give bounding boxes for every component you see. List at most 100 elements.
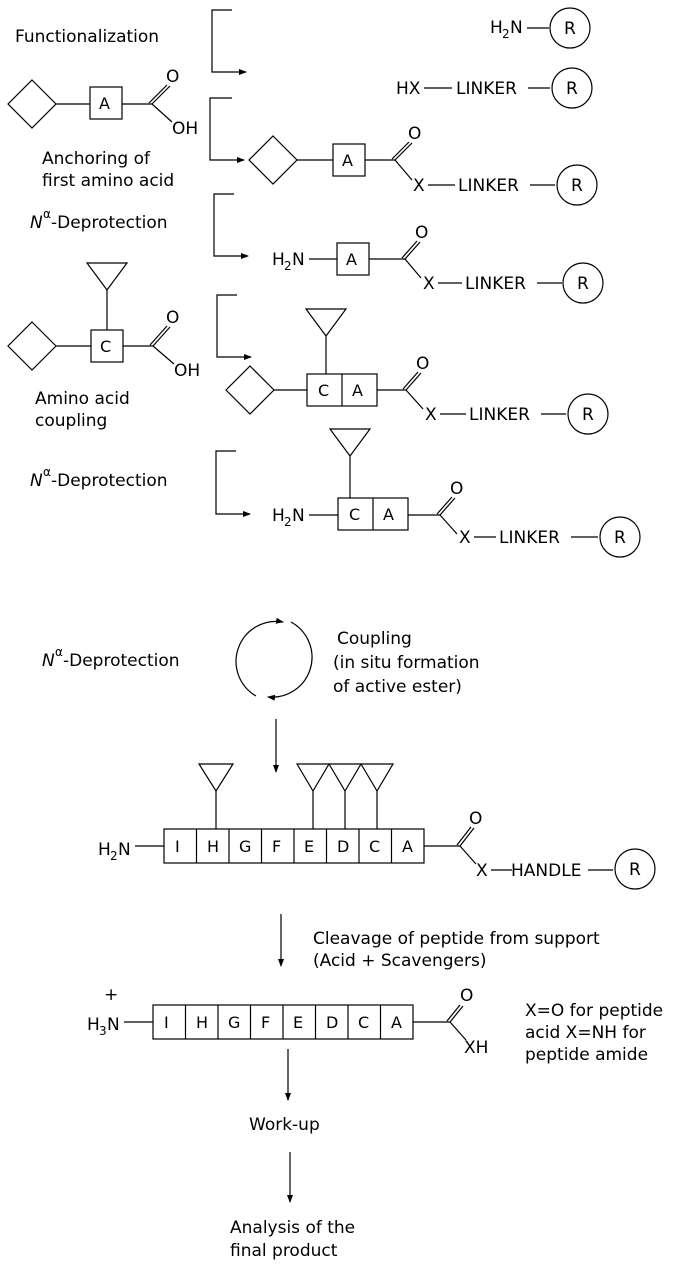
- full-protected-peptide-resin: H 2 N I H G F E D C A O X HANDLE R: [98, 763, 656, 890]
- svg-text:LINKER: LINKER: [465, 274, 526, 294]
- svg-text:O: O: [408, 124, 421, 144]
- svg-text:N: N: [30, 471, 43, 491]
- svg-text:O: O: [416, 354, 429, 374]
- svg-text:LINKER: LINKER: [499, 528, 560, 548]
- label-cycle-deprotection: N α -Deprotection: [42, 645, 180, 671]
- svg-text:2: 2: [502, 27, 510, 41]
- protected-amino-acid-a: A O OH: [7, 67, 198, 139]
- bracket-arrow-4: [216, 294, 252, 360]
- note-x-def-3: peptide amide: [525, 1045, 648, 1065]
- label-analysis-1: Analysis of the: [230, 1218, 355, 1238]
- svg-text:I: I: [164, 1013, 169, 1032]
- residue-a: A: [402, 837, 413, 856]
- svg-text:R: R: [582, 405, 594, 425]
- label-cycle-coupling-2: (in situ formation: [333, 653, 480, 673]
- label-functionalization: Functionalization: [15, 27, 159, 47]
- svg-text:X: X: [423, 274, 435, 294]
- svg-text:A: A: [391, 1013, 402, 1032]
- label-workup: Work-up: [249, 1115, 320, 1135]
- resin-bead: [549, 7, 591, 49]
- svg-text:OH: OH: [174, 361, 200, 381]
- deprotected-ca-linker-resin: H 2 N C A O X LINKER R: [272, 428, 641, 558]
- svg-text:A: A: [342, 151, 353, 170]
- svg-text:N: N: [107, 1015, 120, 1035]
- label-deprotection-1: N α -Deprotection: [30, 207, 168, 233]
- svg-text:XH: XH: [464, 1038, 488, 1058]
- side-chain-protection-triangle: [85, 262, 129, 292]
- label-coupling-1: Amino acid: [35, 389, 130, 409]
- label-cycle-coupling-3: of active ester): [333, 677, 462, 697]
- resin-bead: [562, 262, 604, 304]
- svg-text:F: F: [261, 1013, 270, 1032]
- resin-bead: [599, 516, 641, 558]
- resin-bead: [614, 848, 656, 890]
- svg-text:X: X: [413, 176, 425, 196]
- resin-bead: [567, 393, 609, 435]
- svg-text:A: A: [352, 381, 363, 400]
- svg-text:O: O: [460, 986, 473, 1006]
- bracket-arrow-1: [211, 9, 247, 75]
- svg-text:LINKER: LINKER: [469, 405, 530, 425]
- bracket-arrow-5: [215, 450, 251, 517]
- svg-text:2: 2: [110, 849, 118, 863]
- svg-text:A: A: [346, 250, 357, 269]
- svg-text:-Deprotection: -Deprotection: [51, 471, 168, 491]
- resin-bead: [556, 164, 598, 206]
- resin-bead: [551, 67, 593, 109]
- svg-text:-Deprotection: -Deprotection: [51, 213, 168, 233]
- svg-text:N: N: [118, 840, 131, 860]
- residue-g: G: [239, 837, 251, 856]
- linker-resin: HX LINKER R: [396, 67, 593, 109]
- svg-text:HX: HX: [396, 79, 421, 99]
- svg-text:+: +: [104, 985, 118, 1005]
- residue-f: F: [272, 837, 281, 856]
- label-coupling-2: coupling: [35, 411, 107, 431]
- protected-ca-linker-resin: C A O X LINKER R: [225, 308, 609, 435]
- protecting-group-diamond: [7, 321, 57, 371]
- label-cleavage-1: Cleavage of peptide from support: [313, 929, 600, 949]
- svg-text:A: A: [99, 94, 110, 113]
- residue-e: E: [304, 837, 314, 856]
- label-analysis-2: final product: [230, 1241, 338, 1261]
- svg-text:C: C: [349, 505, 360, 524]
- svg-text:N: N: [42, 651, 55, 671]
- svg-text:C: C: [318, 381, 329, 400]
- svg-text:N: N: [292, 250, 305, 270]
- residue-i: I: [175, 837, 180, 856]
- residue-c: C: [369, 837, 380, 856]
- svg-text:2: 2: [284, 515, 292, 529]
- svg-text:H: H: [98, 840, 111, 860]
- svg-text:O: O: [469, 809, 482, 829]
- svg-text:D: D: [326, 1013, 338, 1032]
- svg-text:N: N: [30, 213, 43, 233]
- svg-text:H: H: [272, 250, 285, 270]
- svg-text:R: R: [564, 19, 576, 39]
- svg-text:H: H: [490, 18, 503, 38]
- svg-text:R: R: [566, 79, 578, 99]
- protected-amino-acid-c: C O OH: [7, 262, 200, 381]
- residue-d: D: [337, 837, 349, 856]
- svg-text:G: G: [228, 1013, 240, 1032]
- svg-text:LINKER: LINKER: [458, 176, 519, 196]
- label-anchoring-1: Anchoring of: [42, 149, 151, 169]
- bracket-arrow-2: [209, 97, 245, 163]
- svg-text:2: 2: [284, 259, 292, 273]
- svg-text:O: O: [415, 223, 428, 243]
- svg-text:X: X: [476, 861, 488, 881]
- svg-text:N: N: [292, 506, 305, 526]
- svg-text:N: N: [510, 18, 523, 38]
- label-cycle-coupling-1: Coupling: [337, 629, 412, 649]
- svg-text:HANDLE: HANDLE: [511, 861, 581, 881]
- anchored-a-linker-resin: A O X LINKER R: [248, 124, 598, 206]
- svg-text:α: α: [43, 207, 51, 221]
- note-x-def-1: X=O for peptide: [525, 1001, 663, 1021]
- svg-text:E: E: [293, 1013, 303, 1032]
- svg-text:C: C: [358, 1013, 369, 1032]
- svg-text:O: O: [166, 308, 179, 328]
- amino-resin: H 2 N R: [490, 7, 591, 49]
- label-anchoring-2: first amino acid: [42, 171, 174, 191]
- svg-text:-Deprotection: -Deprotection: [63, 651, 180, 671]
- svg-text:X: X: [459, 528, 471, 548]
- svg-text:OH: OH: [172, 119, 198, 139]
